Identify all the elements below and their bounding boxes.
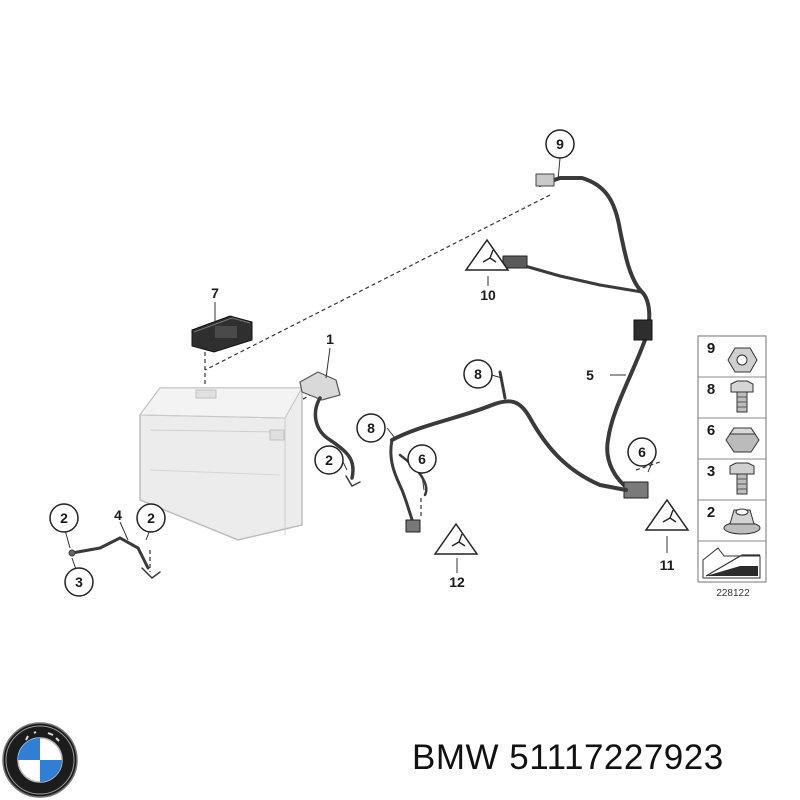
callout-label: 2 xyxy=(325,452,333,468)
part-1-terminal-cable xyxy=(299,371,361,487)
callout-label: 8 xyxy=(474,366,482,382)
callout-6-mid: 6 xyxy=(407,444,437,474)
callout-label: 6 xyxy=(638,444,646,460)
warning-triangle-icon xyxy=(433,522,479,555)
callout-2-battery: 2 xyxy=(314,445,344,475)
bolt-icon xyxy=(729,462,755,495)
label-4: 4 xyxy=(114,507,122,523)
callout-8-right: 8 xyxy=(463,359,493,389)
part-number: 51117227923 xyxy=(509,738,724,777)
callout-label: 3 xyxy=(75,574,83,590)
hex-nut-icon xyxy=(725,427,760,453)
callout-3: 3 xyxy=(64,567,94,597)
part-5-main-cable xyxy=(502,173,653,499)
part-4-ground-strap xyxy=(68,536,161,579)
label-7: 7 xyxy=(211,285,219,301)
hex-nut-icon xyxy=(727,347,758,373)
label-12: 12 xyxy=(449,574,465,590)
label-11: 11 xyxy=(660,557,675,573)
reference-code: 228122 xyxy=(716,588,750,599)
flanged-nut-icon xyxy=(723,508,761,535)
callout-label: 2 xyxy=(147,510,155,526)
callout-label: 8 xyxy=(367,420,375,436)
legend-number: 6 xyxy=(707,422,715,439)
warning-triangle-icon xyxy=(644,498,690,531)
callout-label: 9 xyxy=(556,136,564,152)
legend-number: 3 xyxy=(707,463,715,480)
warning-triangle-icon xyxy=(464,238,510,271)
battery xyxy=(139,387,303,541)
label-1: 1 xyxy=(326,331,334,347)
callout-9-top: 9 xyxy=(545,129,575,159)
callout-2-left: 2 xyxy=(49,503,79,533)
bolt-icon xyxy=(730,380,754,413)
callout-label: 2 xyxy=(60,510,68,526)
callout-label: 6 xyxy=(418,451,426,467)
label-5: 5 xyxy=(586,367,594,383)
legend-number: 9 xyxy=(707,340,715,357)
bmw-logo-icon xyxy=(2,722,78,798)
brand-name: BMW xyxy=(412,738,500,777)
legend-number: 2 xyxy=(707,504,715,521)
label-10: 10 xyxy=(480,287,496,303)
wedge-icon xyxy=(702,547,761,579)
callout-8-left: 8 xyxy=(356,413,386,443)
legend-number: 8 xyxy=(707,381,715,398)
part-caption: BMW 51117227923 xyxy=(412,738,724,778)
fastener-legend: 9 8 6 3 2 xyxy=(697,335,767,583)
part-7-connector xyxy=(191,315,253,353)
callout-2-small: 2 xyxy=(136,503,166,533)
callout-6-right: 6 xyxy=(627,437,657,467)
